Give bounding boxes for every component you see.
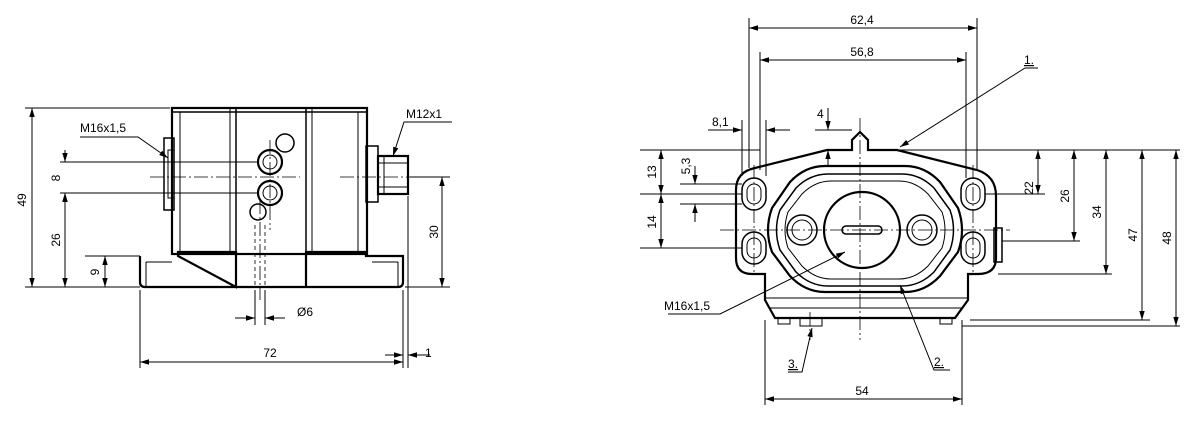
dim-9: 9 <box>88 268 102 275</box>
right-thread-label: M16x1,5 <box>664 299 710 313</box>
dim-8: 8 <box>49 174 63 181</box>
left-connector-label: M12x1 <box>406 107 442 121</box>
dim-13: 13 <box>645 165 659 179</box>
dim-47: 47 <box>1126 228 1140 242</box>
dim-phi6: Ø6 <box>297 305 313 319</box>
dim-34: 34 <box>1090 205 1104 219</box>
dim-8-1: 8,1 <box>712 115 729 129</box>
dim-72: 72 <box>263 346 277 360</box>
dim-54: 54 <box>855 384 869 398</box>
dim-26: 26 <box>49 233 63 247</box>
left-base-plate <box>138 250 405 289</box>
dim-4: 4 <box>817 107 824 121</box>
left-side-view: M16x1,5 M12x1 49 8 26 9 30 Ø6 72 1 <box>15 106 452 368</box>
dim-26-right: 26 <box>1058 189 1072 203</box>
callout-2: 2. <box>934 355 944 369</box>
left-housing <box>170 106 369 256</box>
right-housing <box>734 130 998 320</box>
dim-22: 22 <box>1022 181 1036 195</box>
left-thread-label: M16x1,5 <box>80 121 126 135</box>
dim-48: 48 <box>1160 231 1174 245</box>
dim-30: 30 <box>427 225 441 239</box>
dim-49: 49 <box>15 193 29 207</box>
dim-56-8: 56,8 <box>850 45 874 59</box>
right-front-view: 62,4 56,8 8,1 4 13 5,3 14 22 26 34 47 48… <box>640 13 1180 405</box>
callout-3: 3. <box>788 357 798 371</box>
dim-62-4: 62,4 <box>850 13 874 27</box>
left-connector-plug <box>376 154 410 196</box>
dim-5-3: 5,3 <box>679 157 693 174</box>
dim-1: 1 <box>425 346 432 360</box>
callout-1: 1. <box>1024 53 1034 67</box>
dim-14: 14 <box>645 215 659 229</box>
